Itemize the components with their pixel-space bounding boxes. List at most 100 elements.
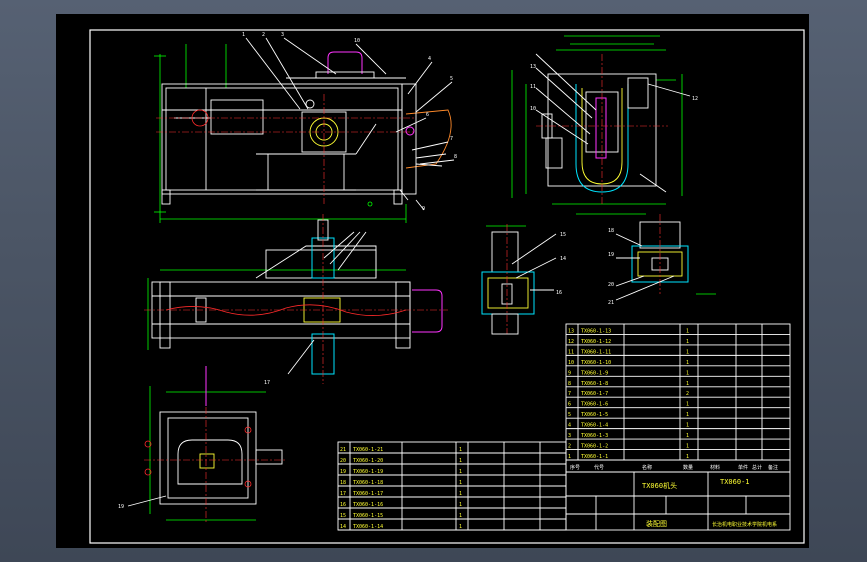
detail-view-b: 18 19 20 21	[608, 214, 716, 306]
upper-bom-qty: 1	[686, 412, 689, 418]
upper-bom-qty: 1	[686, 370, 689, 376]
upper-bom-no: 7	[568, 391, 571, 397]
callout-front-10: 10	[354, 38, 360, 44]
drawing-name: TX060机头	[642, 481, 677, 490]
callout-detail-16: 16	[556, 290, 562, 296]
upper-bom-code: TX060-1-13	[581, 328, 611, 334]
callout-front-5: 5	[450, 76, 453, 82]
upper-bom-no: 9	[568, 370, 571, 376]
upper-bom-no: 8	[568, 381, 571, 387]
upper-bom-qty: 1	[686, 381, 689, 387]
upper-bom-qty: 1	[686, 349, 689, 355]
drawing-border	[89, 29, 805, 544]
end-view: 19	[118, 366, 286, 524]
upper-bom-no: 4	[568, 423, 571, 429]
lower-bom-no: 21	[340, 447, 346, 453]
upper-bom-code: TX060-1-5	[581, 412, 608, 418]
lower-bom-code: TX060-1-19	[353, 469, 383, 475]
upper-bom-code: TX060-1-1	[581, 454, 608, 460]
detail-view-a: 15 14 16	[481, 224, 566, 335]
upper-bom-no: 1	[568, 454, 571, 460]
upper-bom-qty: 2	[686, 391, 689, 397]
upper-bom-qty: 1	[686, 444, 689, 450]
upper-bom-code: TX060-1-7	[581, 391, 608, 397]
callout-front-8: 8	[454, 154, 457, 160]
upper-bom-code: TX060-1-11	[581, 349, 611, 355]
callout-front-1: 1	[242, 32, 245, 38]
lower-bom-qty: 1	[459, 491, 462, 497]
callout-end-19: 19	[118, 504, 124, 510]
upper-bom-no: 3	[568, 433, 571, 439]
lower-bom-qty: 1	[459, 447, 462, 453]
upper-bom-code: TX060-1-9	[581, 370, 608, 376]
header-code: 代号	[594, 464, 604, 471]
upper-bom-no: 2	[568, 444, 571, 450]
header-material: 材料	[710, 464, 720, 471]
callout-side-12: 12	[692, 96, 698, 102]
lower-bom-code: TX060-1-15	[353, 513, 383, 519]
upper-bom-code: TX060-1-10	[581, 360, 611, 366]
upper-bom-code: TX060-1-12	[581, 339, 611, 345]
callout-front-4: 4	[428, 56, 431, 62]
header-qty: 数量	[683, 464, 693, 471]
upper-bom-no: 6	[568, 402, 571, 408]
lower-bom-qty: 1	[459, 513, 462, 519]
drawing-number: TX060-1	[720, 478, 750, 486]
lower-bom-no: 17	[340, 491, 346, 497]
callout-detail-21: 21	[608, 300, 614, 306]
header-total: 总计	[752, 464, 762, 471]
callout-plan-17: 17	[264, 380, 270, 386]
upper-bom-qty: 1	[686, 328, 689, 334]
callout-detail-15: 15	[560, 232, 566, 238]
header-unit: 单件	[738, 464, 748, 471]
callout-side-10: 10	[530, 106, 536, 112]
lower-bom-no: 15	[340, 513, 346, 519]
callout-front-6: 6	[426, 112, 429, 118]
upper-bom-no: 11	[568, 349, 574, 355]
callout-detail-19: 19	[608, 252, 614, 258]
upper-bom-qty: 1	[686, 423, 689, 429]
lower-bom-qty: 1	[459, 502, 462, 508]
lower-bom-qty: 1	[459, 524, 462, 530]
lower-bom-no: 18	[340, 480, 346, 486]
callout-front-9: 9	[422, 206, 425, 212]
callout-front-3: 3	[281, 32, 284, 38]
drawing-canvas: 1 2 3 4 5 6 7 8 9 10 10	[89, 29, 805, 544]
lower-bom-code: TX060-1-18	[353, 480, 383, 486]
callout-front-7: 7	[450, 136, 453, 142]
lower-bom-code: TX060-1-21	[353, 447, 383, 453]
front-view: 1 2 3 4 5 6 7 8 9 10	[154, 32, 457, 223]
lower-bom-code: TX060-1-20	[353, 458, 383, 464]
callout-detail-20: 20	[608, 282, 614, 288]
callout-front-2: 2	[262, 32, 265, 38]
callout-detail-18: 18	[608, 228, 614, 234]
upper-bom-qty: 1	[686, 454, 689, 460]
upper-bom-code: TX060-1-3	[581, 433, 608, 439]
school-name: 长治机电职业技术学院机电系	[712, 521, 777, 528]
lower-bom-no: 20	[340, 458, 346, 464]
lower-bom-no: 16	[340, 502, 346, 508]
lower-bom-code: TX060-1-17	[353, 491, 383, 497]
upper-bom-code: TX060-1-8	[581, 381, 608, 387]
lower-bom-qty: 1	[459, 469, 462, 475]
upper-bom-no: 10	[568, 360, 574, 366]
header-no: 序号	[570, 464, 580, 471]
lower-bom-qty: 1	[459, 480, 462, 486]
plan-view: 17	[144, 214, 448, 386]
upper-bom-qty: 1	[686, 360, 689, 366]
callout-side-13: 13	[530, 64, 536, 70]
upper-bom-no: 5	[568, 412, 571, 418]
lower-bom-no: 14	[340, 524, 346, 530]
upper-bom-qty: 1	[686, 402, 689, 408]
upper-bom-no: 12	[568, 339, 574, 345]
header-remark: 备注	[768, 464, 778, 471]
callout-detail-14: 14	[560, 256, 566, 262]
upper-bom-code: TX060-1-6	[581, 402, 608, 408]
side-view: 10 11 12 13	[511, 35, 698, 215]
header-name: 名称	[642, 464, 652, 471]
lower-bom-qty: 1	[459, 458, 462, 464]
lower-bom-code: TX060-1-14	[353, 524, 383, 530]
